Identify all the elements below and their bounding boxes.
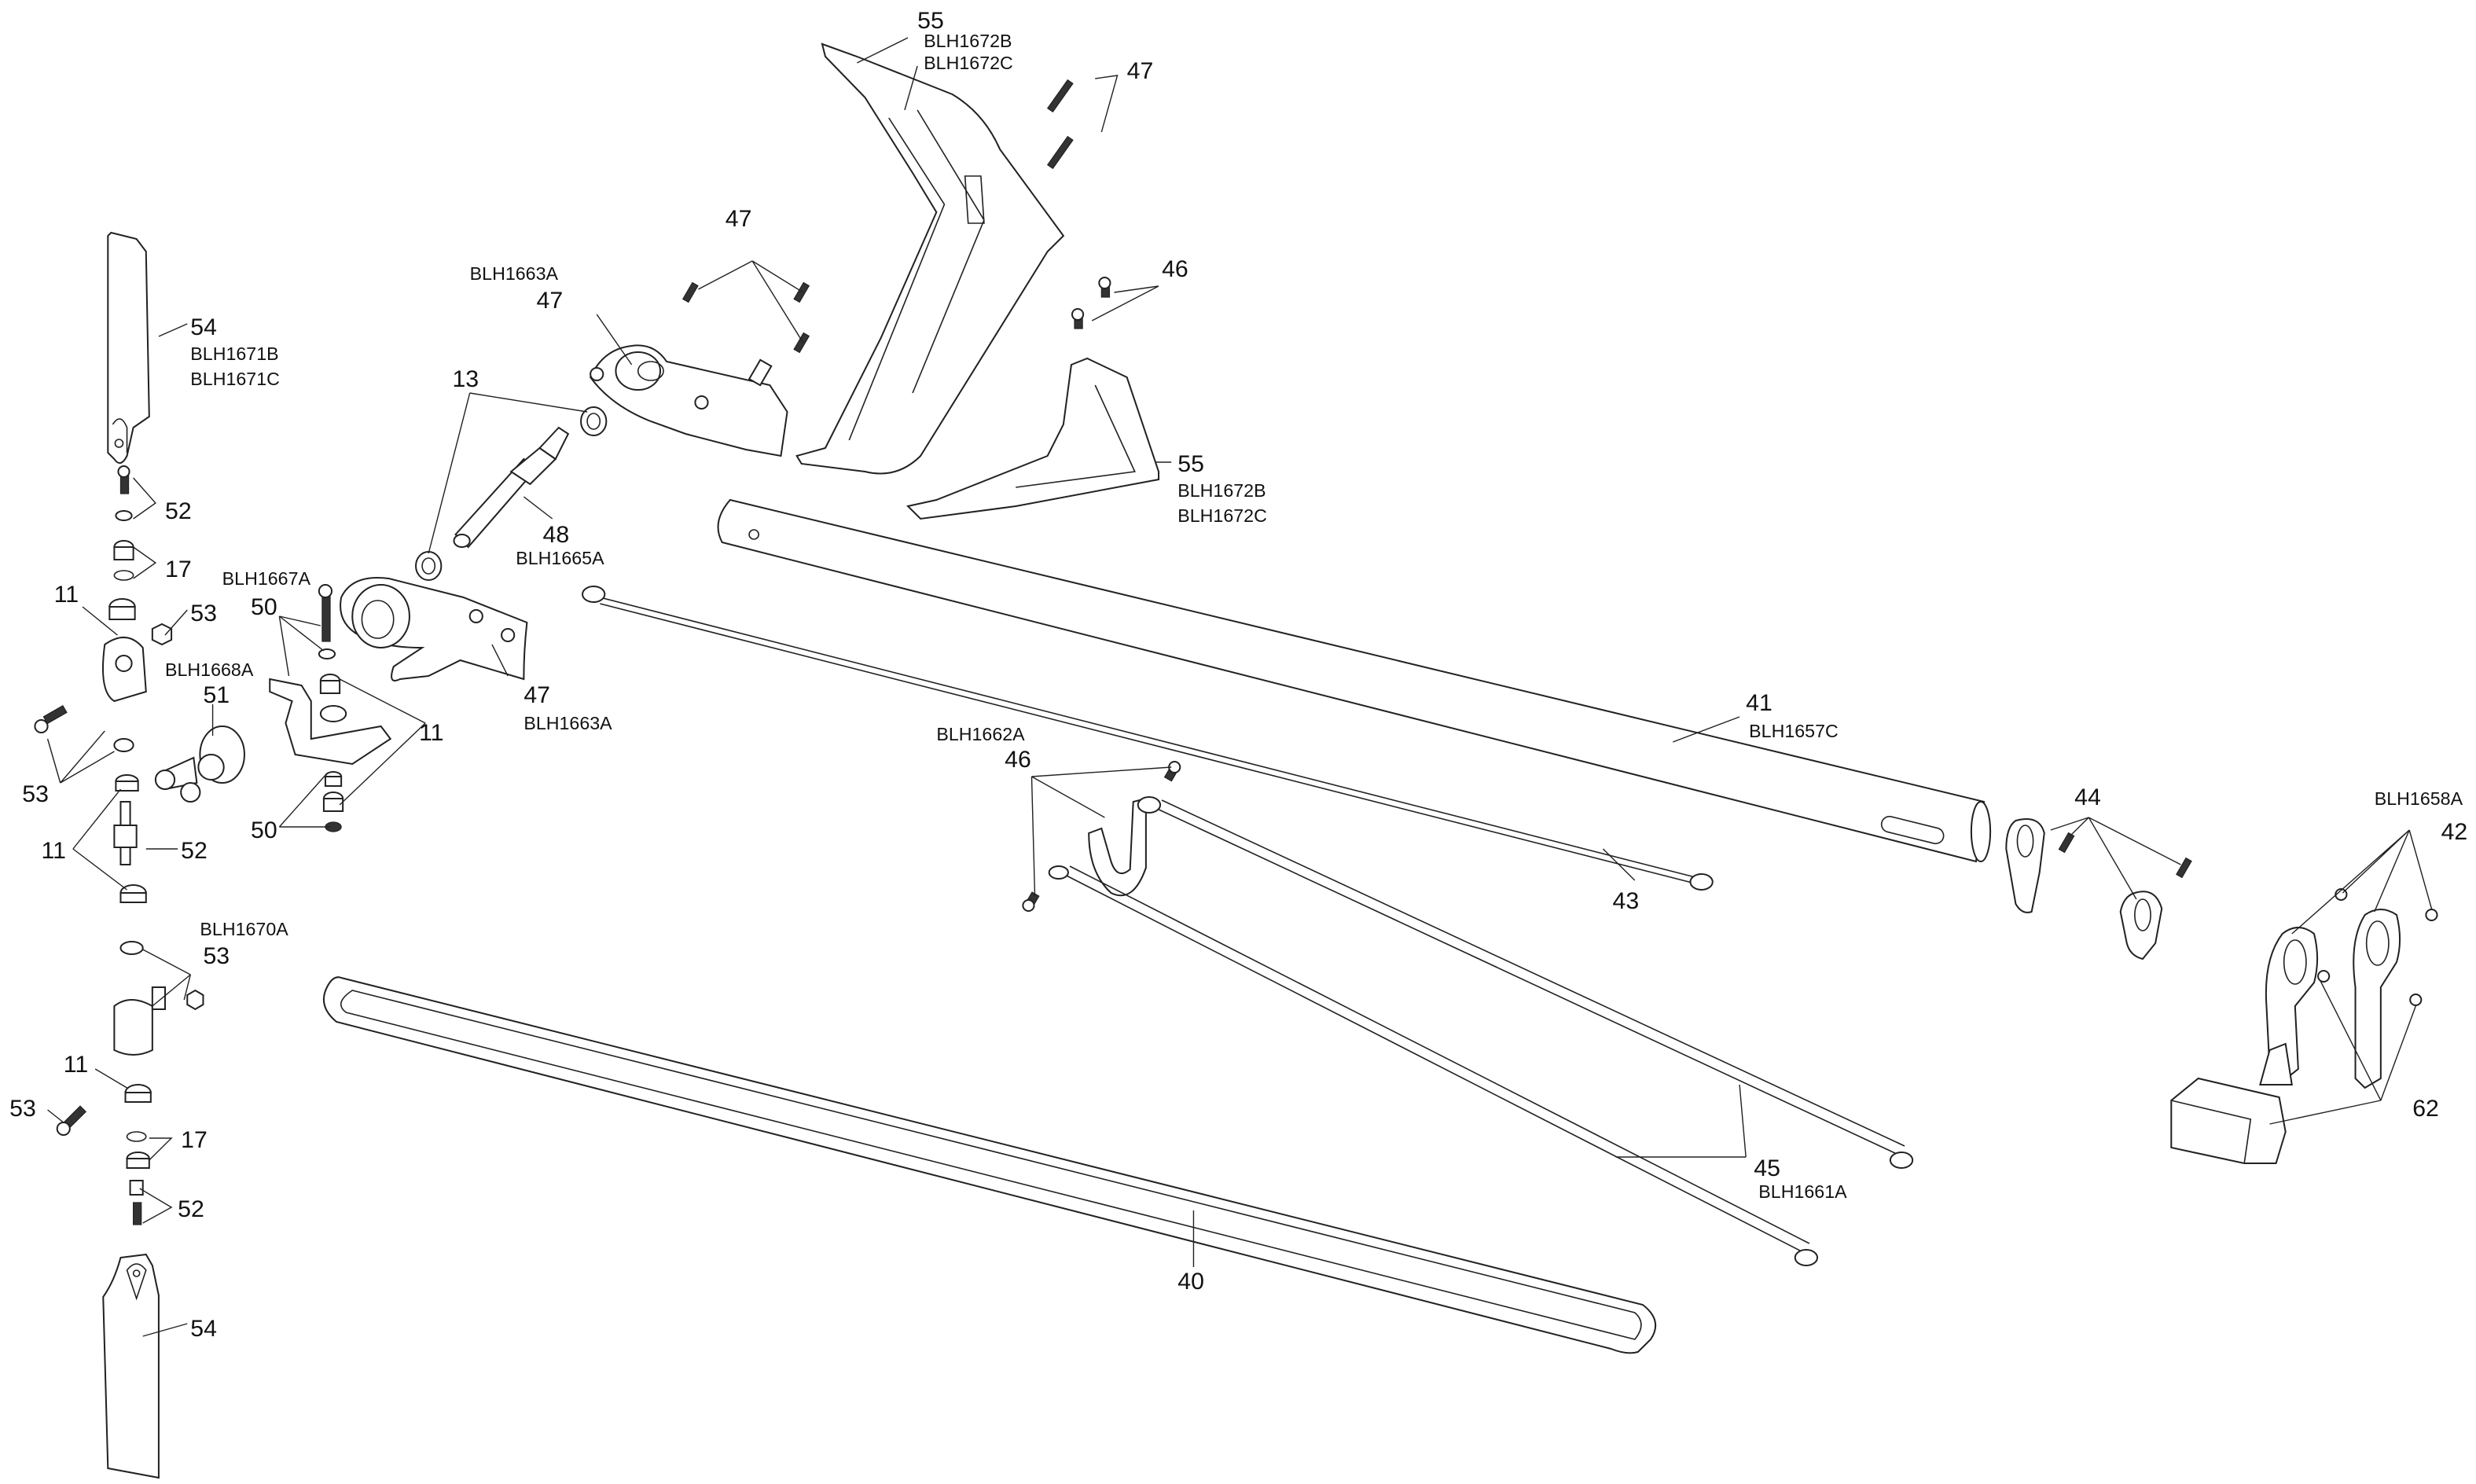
callout-number: 52 xyxy=(181,838,208,864)
callout-number: 53 xyxy=(203,943,230,969)
callout-number: 53 xyxy=(190,601,217,626)
callout-number: 53 xyxy=(9,1096,36,1122)
tail-blade-upper xyxy=(107,231,150,465)
callout-number: 43 xyxy=(1613,888,1640,914)
callout-number: 47 xyxy=(726,206,752,232)
part-code: BLH1671C xyxy=(190,369,280,389)
callout-number: 13 xyxy=(452,366,479,392)
pushrod xyxy=(582,586,1714,891)
support-clamp xyxy=(1022,761,1181,912)
tail-boom xyxy=(717,498,1992,863)
part-code: BLH1663A xyxy=(523,713,612,733)
boom-clamps xyxy=(2005,818,2192,961)
servo xyxy=(2170,1042,2293,1164)
callout-number: 52 xyxy=(165,498,192,524)
callout-number: 46 xyxy=(1162,256,1188,282)
tail-blade-lower xyxy=(102,1253,160,1479)
part-code: BLH1665A xyxy=(516,548,604,568)
callout-number: 44 xyxy=(2074,784,2101,810)
callout-number: 54 xyxy=(190,1316,217,1342)
boom-supports xyxy=(1048,796,1914,1266)
part-code: BLH1672C xyxy=(1177,505,1267,526)
part-code: BLH1663A xyxy=(470,263,559,284)
part-code: BLH1657C xyxy=(1749,721,1839,741)
callout-number: 17 xyxy=(165,556,192,582)
callout-number: 55 xyxy=(917,8,944,34)
callout-number: 47 xyxy=(537,288,564,314)
callout-number: 45 xyxy=(1754,1155,1780,1181)
callout-number: 42 xyxy=(2441,819,2468,845)
part-code: BLH1668A xyxy=(165,659,254,680)
part-code: BLH1672B xyxy=(924,31,1012,51)
upper-grip-hardware xyxy=(34,465,173,903)
part-code: BLH1662A xyxy=(936,724,1025,744)
tail-belt xyxy=(322,976,1657,1354)
callout-number: 51 xyxy=(203,682,230,708)
part-code: BLH1661A xyxy=(1758,1181,1847,1202)
callout-labels: 55 BLH1672B BLH1672C 47 47 46 BLH1663A 4… xyxy=(9,8,2467,1342)
callout-number: 40 xyxy=(1177,1269,1204,1295)
tail-case-left xyxy=(589,344,788,457)
callout-number: 50 xyxy=(251,594,277,620)
part-code: BLH1671B xyxy=(190,343,278,364)
callout-number: 62 xyxy=(2412,1096,2439,1122)
part-code: BLH1658A xyxy=(2375,788,2463,809)
part-code: BLH1670A xyxy=(200,919,288,939)
callout-number: 52 xyxy=(178,1196,204,1222)
callout-number: 11 xyxy=(64,1052,88,1078)
part-code: BLH1672B xyxy=(1177,480,1266,501)
bearings xyxy=(415,406,608,581)
leader-lines xyxy=(46,37,2433,1337)
callout-number: 11 xyxy=(42,838,66,864)
callout-number: 11 xyxy=(419,720,443,746)
callout-number: 11 xyxy=(54,582,79,608)
callout-number: 46 xyxy=(1005,747,1031,773)
tail-case-right xyxy=(340,577,528,681)
callout-number: 47 xyxy=(523,682,550,708)
vertical-fin xyxy=(795,42,1065,475)
case-screws xyxy=(681,281,810,354)
part-code: BLH1667A xyxy=(222,568,311,589)
servo-mount xyxy=(2265,888,2438,1089)
callout-number: 50 xyxy=(251,817,277,843)
hfin-screws xyxy=(1071,277,1111,329)
tail-shaft xyxy=(453,426,570,549)
fin-screws xyxy=(1046,79,1074,170)
callout-number: 53 xyxy=(22,781,49,807)
callout-number: 41 xyxy=(1746,690,1773,716)
callout-number: 54 xyxy=(190,314,217,340)
callout-number: 47 xyxy=(1127,58,1154,84)
pitch-slider xyxy=(154,725,245,803)
lower-grip-hardware xyxy=(56,941,204,1225)
part-code: BLH1672C xyxy=(924,53,1013,73)
callout-number: 17 xyxy=(181,1127,208,1153)
callout-number: 48 xyxy=(543,522,570,548)
horizontal-fin xyxy=(906,357,1160,520)
callout-number: 55 xyxy=(1177,451,1204,477)
pitch-lever xyxy=(269,584,392,832)
